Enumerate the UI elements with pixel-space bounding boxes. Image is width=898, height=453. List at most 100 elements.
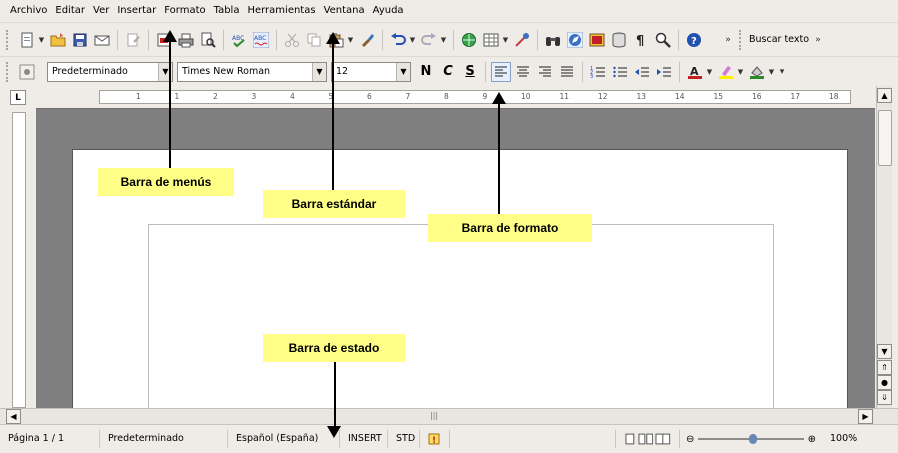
toolbar-overflow-icon[interactable]: »: [725, 34, 731, 45]
highlighting-icon[interactable]: [716, 62, 736, 82]
language-status[interactable]: Español (España): [228, 430, 340, 448]
chevron-down-icon[interactable]: ▼: [312, 62, 326, 81]
email-document-icon[interactable]: [92, 30, 112, 50]
print-preview-icon[interactable]: [198, 30, 218, 50]
background-color-icon[interactable]: [747, 62, 767, 82]
text-boundaries[interactable]: [148, 224, 774, 408]
undo-dropdown-arrow[interactable]: ▼: [409, 35, 416, 44]
menu-formato[interactable]: Formato: [164, 5, 206, 16]
page-style-status[interactable]: Predeterminado: [100, 430, 228, 448]
zoom-thumb[interactable]: [748, 434, 757, 444]
underline-button[interactable]: S: [465, 64, 475, 79]
navigator-icon[interactable]: [565, 30, 585, 50]
chevron-down-icon[interactable]: ▼: [158, 62, 172, 81]
font-size-combo[interactable]: 12 ▼: [331, 61, 411, 82]
align-right-icon[interactable]: [535, 62, 555, 82]
menu-insertar[interactable]: Insertar: [117, 5, 157, 16]
font-name-combo[interactable]: Times New Roman ▼: [177, 61, 327, 82]
zoom-track[interactable]: [698, 434, 804, 444]
highlighting-dropdown-arrow[interactable]: ▼: [737, 67, 744, 76]
book-view-icon[interactable]: [655, 433, 671, 445]
scroll-left-icon[interactable]: ◀: [6, 409, 21, 424]
digital-signature-status[interactable]: [450, 430, 616, 448]
table-dropdown-arrow[interactable]: ▼: [502, 35, 509, 44]
table-icon[interactable]: [481, 30, 501, 50]
document-modified-icon[interactable]: !: [420, 430, 450, 448]
formatting-marks-icon[interactable]: ¶: [631, 30, 651, 50]
find-replace-icon[interactable]: [543, 30, 563, 50]
new-dropdown-arrow[interactable]: ▼: [38, 35, 45, 44]
zoom-in-icon[interactable]: ⊕: [807, 433, 816, 445]
previous-page-icon[interactable]: ⇑: [877, 360, 892, 375]
bullets-icon[interactable]: [610, 62, 630, 82]
copy-icon[interactable]: [304, 30, 324, 50]
spellcheck-icon[interactable]: ABC: [229, 30, 249, 50]
navigation-icon[interactable]: ●: [877, 375, 892, 390]
tab-stop-selector-icon[interactable]: L: [10, 90, 26, 105]
align-left-icon[interactable]: [491, 61, 511, 82]
zoom-level-status[interactable]: 100%: [830, 433, 858, 444]
help-icon[interactable]: ?: [684, 30, 704, 50]
chevron-down-icon[interactable]: ▼: [396, 62, 410, 81]
zoom-slider[interactable]: ⊖ ⊕: [680, 434, 822, 445]
undo-icon[interactable]: [388, 30, 408, 50]
draw-functions-icon[interactable]: [512, 30, 532, 50]
zoom-out-icon[interactable]: ⊖: [686, 433, 695, 445]
edit-file-icon[interactable]: [123, 30, 143, 50]
redo-icon[interactable]: [419, 30, 439, 50]
zoom-icon[interactable]: [653, 30, 673, 50]
vertical-ruler[interactable]: [12, 112, 26, 408]
insert-mode-status[interactable]: INSERT: [340, 430, 388, 448]
menu-editar[interactable]: Editar: [55, 5, 85, 16]
single-page-view-icon[interactable]: [624, 433, 636, 445]
increase-indent-icon[interactable]: [654, 62, 674, 82]
italic-button[interactable]: C: [443, 64, 453, 79]
bold-button[interactable]: N: [420, 64, 432, 79]
save-icon[interactable]: [70, 30, 90, 50]
styles-formatting-icon[interactable]: [17, 62, 37, 82]
page-count-status[interactable]: Página 1 / 1: [0, 430, 100, 448]
hyperlink-icon[interactable]: [459, 30, 479, 50]
font-color-dropdown-arrow[interactable]: ▼: [706, 67, 713, 76]
paste-dropdown-arrow[interactable]: ▼: [347, 35, 354, 44]
redo-dropdown-arrow[interactable]: ▼: [440, 35, 447, 44]
align-center-icon[interactable]: [513, 62, 533, 82]
background-color-dropdown-arrow[interactable]: ▼: [768, 67, 775, 76]
cut-icon[interactable]: [282, 30, 302, 50]
print-icon[interactable]: [176, 30, 196, 50]
clone-formatting-icon[interactable]: [357, 30, 377, 50]
menu-archivo[interactable]: Archivo: [10, 5, 48, 16]
vertical-scrollbar[interactable]: ▲ ▼ ⇑ ● ⇓: [876, 86, 892, 408]
selection-mode-status[interactable]: STD: [388, 430, 420, 448]
paragraph-style-combo[interactable]: Predeterminado ▼: [47, 61, 173, 82]
menu-herramientas[interactable]: Herramientas: [247, 5, 316, 16]
autospellcheck-icon[interactable]: ABC: [251, 30, 271, 50]
horizontal-scrollbar[interactable]: ◀ ||| ▶: [0, 408, 898, 424]
menu-ayuda[interactable]: Ayuda: [372, 5, 404, 16]
justify-icon[interactable]: [557, 62, 577, 82]
data-sources-icon[interactable]: [609, 30, 629, 50]
font-color-icon[interactable]: A: [685, 62, 705, 82]
search-toolbar-grip[interactable]: [739, 29, 743, 50]
open-folder-icon[interactable]: [48, 30, 68, 50]
menu-tabla[interactable]: Tabla: [213, 5, 240, 16]
scroll-right-icon[interactable]: ▶: [858, 409, 873, 424]
new-document-icon[interactable]: [17, 30, 37, 50]
menu-ventana[interactable]: Ventana: [323, 5, 365, 16]
decrease-indent-icon[interactable]: [632, 62, 652, 82]
search-text-label[interactable]: Buscar texto: [749, 34, 810, 45]
scrollbar-grip-icon[interactable]: |||: [430, 411, 439, 420]
toolbar-overflow-icon[interactable]: ▾: [779, 66, 785, 77]
scroll-up-icon[interactable]: ▲: [877, 88, 892, 103]
scroll-down-icon[interactable]: ▼: [877, 344, 892, 359]
menu-ver[interactable]: Ver: [93, 5, 110, 16]
toolbar-grip[interactable]: [6, 61, 10, 82]
scrollbar-thumb[interactable]: [878, 110, 892, 166]
search-overflow-icon[interactable]: »: [815, 34, 821, 45]
next-page-icon[interactable]: ⇓: [877, 390, 892, 405]
gallery-icon[interactable]: [587, 30, 607, 50]
toolbar-grip[interactable]: [6, 29, 10, 50]
multi-page-view-icon[interactable]: [638, 433, 654, 445]
